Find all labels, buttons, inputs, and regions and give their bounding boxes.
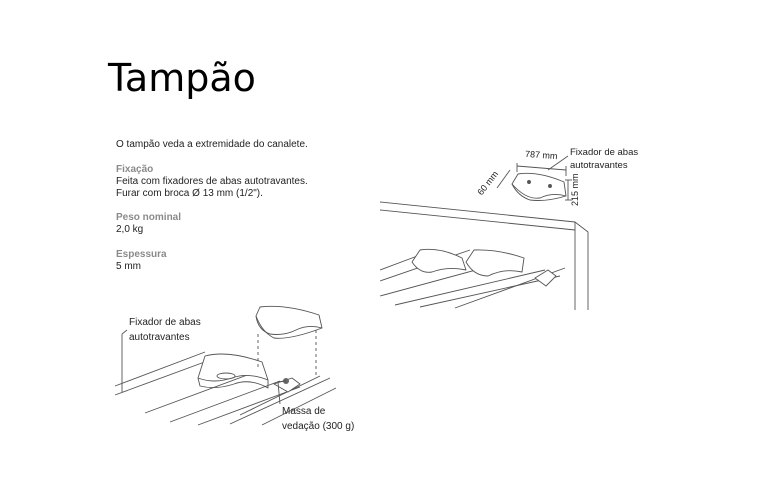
spec-peso: Peso nominal 2,0 kg: [116, 212, 181, 236]
callout-fixador-right-line-1: Fixador de abas: [570, 147, 639, 158]
left-gutter-drawing: [114, 305, 337, 426]
callout-massa-line-1: Massa de: [282, 406, 326, 417]
spec-fixacao: Fixação Feita com fixadores de abas auto…: [116, 164, 308, 200]
callout-fixador-right-line-2: autotravantes: [570, 160, 628, 171]
spec-espessura: Espessura 5 mm: [116, 249, 167, 273]
spec-fixacao-line-1: Feita com fixadores de abas autotravante…: [116, 176, 308, 187]
callout-fixador-right: Fixador de abas autotravantes: [570, 146, 638, 172]
callout-massa-line-2: vedação (300 g): [282, 421, 355, 432]
spec-fixacao-line-2: Furar com broca Ø 13 mm (1/2").: [116, 188, 263, 199]
slide-title: Tampão: [108, 56, 256, 100]
intro-text: O tampão veda a extremidade do canalete.: [116, 139, 308, 150]
spec-peso-label: Peso nominal: [116, 212, 182, 223]
spec-fixacao-label: Fixação: [116, 164, 154, 175]
right-roof-drawing: [379, 155, 589, 310]
callout-fixador-left: Fixador de abas autotravantes: [129, 315, 201, 345]
spec-peso-value: 2,0 kg: [116, 224, 144, 235]
callout-fixador-left-line-1: Fixador de abas: [129, 317, 201, 328]
callout-massa: Massa de vedação (300 g): [282, 404, 354, 434]
dimension-height: 215 mm: [570, 173, 580, 206]
spec-espessura-value: 5 mm: [116, 261, 141, 272]
spec-espessura-label: Espessura: [116, 249, 167, 260]
callout-fixador-left-line-2: autotravantes: [129, 332, 190, 343]
